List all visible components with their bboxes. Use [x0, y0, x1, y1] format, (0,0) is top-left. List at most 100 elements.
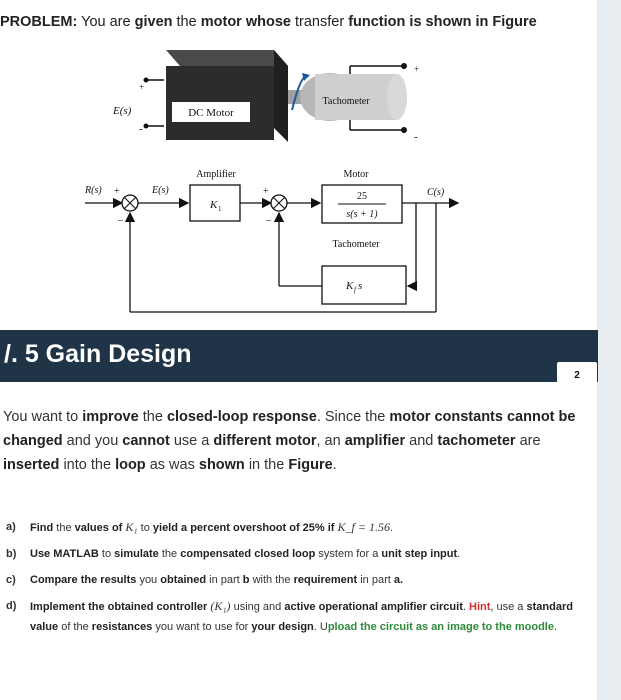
- dc-motor-illustration: DC Motor Tachometer + - E(s) + -: [112, 50, 419, 143]
- problem-statement: PROBLEM: You are given the motor whose t…: [0, 14, 537, 30]
- text-span: pload the circuit as an image to the moo…: [327, 621, 554, 633]
- text-span: obtained: [107, 601, 154, 613]
- text-span: as was: [149, 457, 195, 473]
- sum2-plus: +: [263, 186, 269, 197]
- text-span: .: [332, 457, 337, 473]
- text-span: compensated closed loop: [180, 548, 316, 560]
- text-span: of 25% if: [289, 522, 335, 534]
- amplifier-title: Amplifier: [196, 169, 236, 180]
- text-span: for a: [356, 548, 379, 560]
- text-span: tachometer: [437, 433, 516, 449]
- text-span: inserted: [3, 457, 60, 473]
- text-span: using and: [233, 601, 282, 613]
- minus-sign: -: [414, 131, 418, 143]
- tach-s: s: [358, 280, 362, 292]
- text-span: Use MATLAB: [30, 548, 99, 560]
- item-label: d): [6, 600, 17, 612]
- page-number-badge: 2: [557, 362, 597, 388]
- text-span: unit step input: [381, 548, 458, 560]
- sum1-minus: –: [117, 215, 124, 226]
- right-margin-strip: [597, 0, 621, 700]
- text-span: shown: [198, 457, 245, 473]
- text-span: the: [56, 522, 72, 534]
- hint-label: Hint: [469, 601, 491, 613]
- text-span: cannot: [122, 433, 170, 449]
- output-c-label: C(s): [427, 187, 445, 198]
- task-list: a) Find the values of K₁ to yield a perc…: [6, 517, 591, 643]
- text-span: use a: [173, 433, 210, 449]
- text-span: standard value: [30, 601, 573, 633]
- amplifier-gain: K: [209, 199, 218, 211]
- text-span: system: [318, 548, 354, 560]
- sum1-plus: +: [114, 186, 120, 197]
- text-span: obtained: [160, 574, 207, 586]
- text-span: and you: [66, 433, 119, 449]
- list-item: d) Implement the obtained controller (K₁…: [6, 596, 591, 637]
- text-span: values of: [74, 522, 123, 534]
- text-span: function is shown in Figure: [348, 14, 537, 30]
- text-span: into the: [63, 457, 112, 473]
- text-span: the: [142, 409, 163, 425]
- text-span: .: [553, 621, 558, 633]
- text-span: motor whose: [200, 14, 291, 30]
- text-span: .: [389, 522, 394, 534]
- intro-paragraph: You want to improve the closed-loop resp…: [3, 405, 593, 477]
- block-diagram: R(s) E(s) C(s) + – Amplifier K 1 + – Mot…: [84, 169, 460, 313]
- text-span: and: [409, 433, 434, 449]
- text-span: loop: [115, 457, 146, 473]
- text-span: requirement: [293, 574, 358, 586]
- plus-sign: +: [139, 82, 144, 92]
- text-span: . Since the: [316, 409, 386, 425]
- text-span: in part: [209, 574, 240, 586]
- text-span: your design: [251, 621, 314, 633]
- text-span: Compare the results: [30, 574, 137, 586]
- text-span: Figure: [288, 457, 333, 473]
- text-span: a.: [393, 574, 404, 586]
- amplifier-subscript: 1: [218, 205, 222, 213]
- minus-sign: -: [139, 123, 143, 135]
- list-item: a) Find the values of K₁ to yield a perc…: [6, 517, 591, 538]
- text-span: transfer: [295, 14, 345, 30]
- problem-label: PROBLEM:: [0, 14, 78, 30]
- section-header: /. 5 Gain Design: [0, 330, 598, 382]
- text-span: you: [139, 574, 158, 586]
- input-voltage-label: E(s): [112, 105, 132, 117]
- list-item: b) Use MATLAB to simulate the compensate…: [6, 544, 591, 564]
- text-span: percent overshoot: [190, 522, 287, 534]
- error-e-label: E(s): [151, 185, 169, 196]
- text-span: resistances: [91, 621, 153, 633]
- text-span: closed-loop response: [166, 409, 317, 425]
- dc-motor-label: DC Motor: [188, 107, 234, 119]
- text-span: .: [462, 601, 466, 613]
- motor-figure: DC Motor Tachometer + - E(s) + - R(s) E(…: [84, 50, 460, 313]
- item-label: b): [6, 548, 17, 560]
- plus-sign: +: [414, 64, 419, 74]
- text-span: Implement the: [30, 601, 105, 613]
- tach-gain: K: [345, 280, 354, 292]
- text-span: with the: [252, 574, 291, 586]
- text-span: given: [134, 14, 173, 30]
- text-span: you want to use for: [155, 621, 249, 633]
- text-span: You want to: [3, 409, 79, 425]
- text-span: controller: [156, 601, 208, 613]
- item-label: a): [6, 521, 16, 533]
- text-span: active operational amplifier circuit: [284, 601, 463, 613]
- text-span: of the: [61, 621, 89, 633]
- input-r-label: R(s): [84, 185, 102, 196]
- text-span: amplifier: [344, 433, 406, 449]
- text-span: are: [519, 433, 541, 449]
- text-span: to: [101, 548, 112, 560]
- text-span: Find: [30, 522, 54, 534]
- tach-subscript: f: [354, 286, 357, 294]
- list-item: c) Compare the results you obtained in p…: [6, 570, 591, 590]
- tachometer-title: Tachometer: [332, 239, 380, 250]
- text-span: , use a: [490, 601, 524, 613]
- text-span: the: [176, 14, 197, 30]
- text-span: the: [161, 548, 178, 560]
- text-span: motor constants cannot be changed: [3, 409, 576, 449]
- text-span: to: [140, 522, 150, 534]
- motor-title: Motor: [344, 169, 370, 180]
- text-span: You are: [81, 14, 131, 30]
- text-span: . U: [313, 621, 328, 633]
- math-kf: K_f = 1.56: [337, 520, 390, 534]
